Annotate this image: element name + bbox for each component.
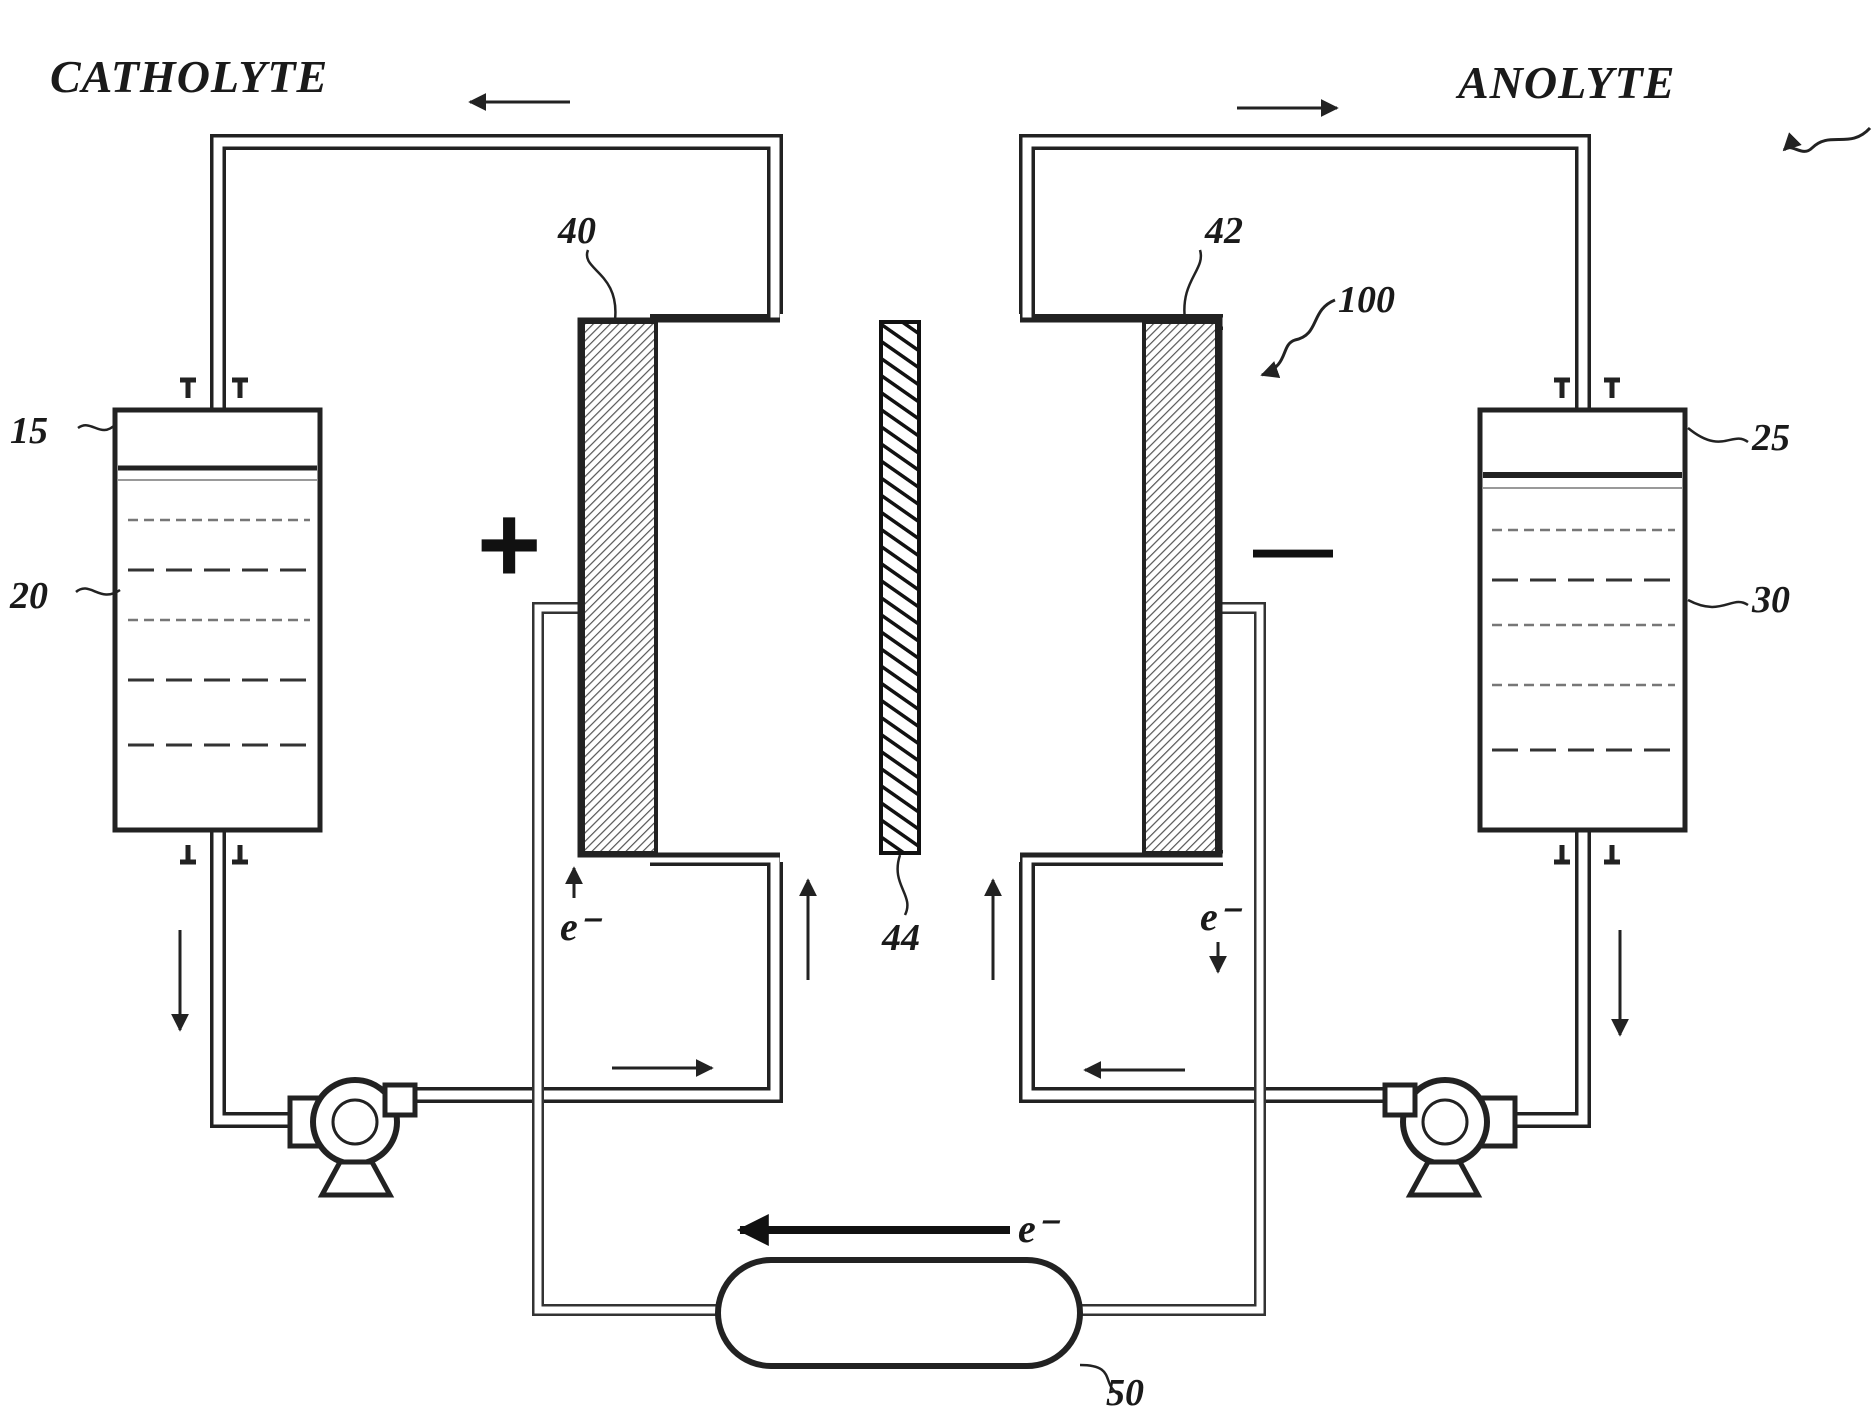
load bbox=[718, 1260, 1080, 1366]
catholyte-pump bbox=[290, 1080, 415, 1195]
negative-electrode bbox=[1144, 322, 1217, 853]
electron-label-left: e⁻ bbox=[560, 904, 603, 949]
anolyte-pump bbox=[1385, 1080, 1515, 1195]
ref-electrolyte-left: 20 bbox=[9, 575, 48, 617]
ref-electrolyte-right: 30 bbox=[1751, 579, 1790, 621]
ref-positive-electrode: 40 bbox=[557, 210, 596, 252]
catholyte-tank bbox=[115, 380, 320, 862]
cell-stack bbox=[580, 314, 1220, 862]
ref-cell: 100 bbox=[1338, 279, 1395, 321]
ref-tank-right: 25 bbox=[1751, 417, 1790, 459]
electron-label-bottom: e⁻ bbox=[1018, 1206, 1061, 1251]
anolyte-label: ANOLYTE bbox=[1455, 57, 1675, 108]
anolyte-supply-pipe bbox=[1027, 830, 1583, 1120]
catholyte-supply-pipe bbox=[218, 830, 775, 1120]
anolyte-tank bbox=[1480, 380, 1685, 862]
positive-electrode bbox=[583, 322, 656, 853]
catholyte-label: CATHOLYTE bbox=[50, 51, 328, 102]
ref-membrane: 44 bbox=[881, 917, 920, 959]
negative-terminal-symbol: — bbox=[1253, 503, 1333, 592]
ref-negative-electrode: 42 bbox=[1204, 210, 1243, 252]
ref-load: 50 bbox=[1106, 1372, 1144, 1408]
membrane bbox=[881, 322, 919, 853]
cell-ref-arrow bbox=[1262, 300, 1335, 375]
ref-tank-left: 15 bbox=[10, 410, 48, 452]
positive-terminal-symbol: + bbox=[477, 483, 541, 606]
figure-arrow bbox=[1784, 128, 1870, 151]
electron-label-right: e⁻ bbox=[1200, 894, 1243, 939]
